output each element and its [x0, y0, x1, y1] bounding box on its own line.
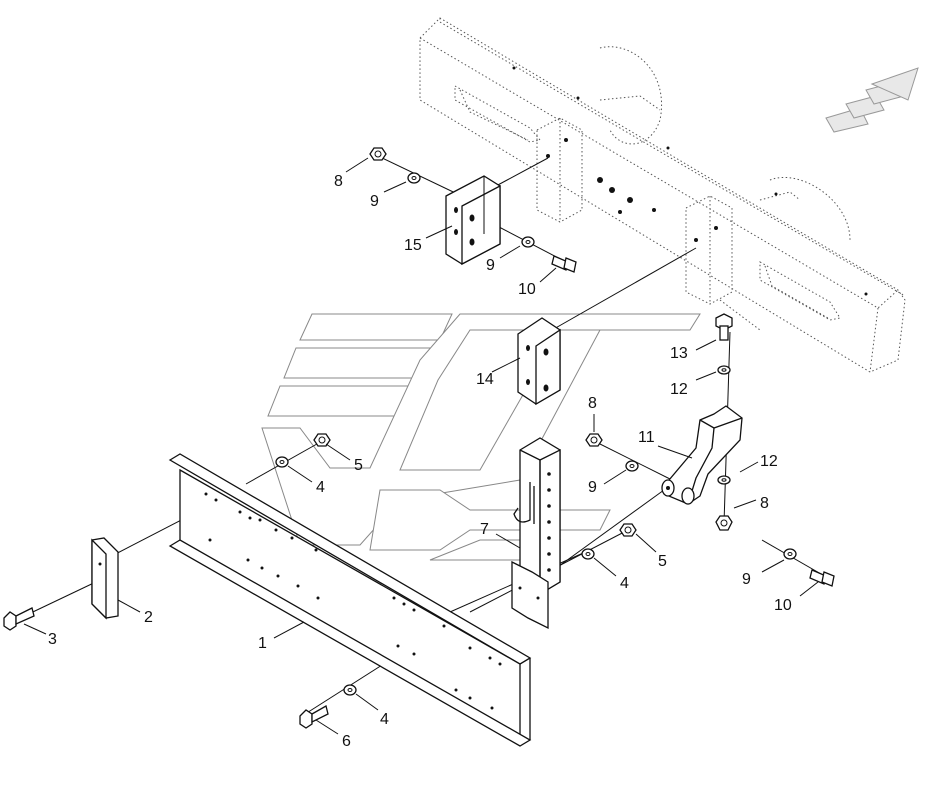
nut-icon [313, 433, 331, 447]
channel-beam-1 [168, 453, 532, 747]
callout-13: 13 [670, 345, 688, 362]
callout-8: 8 [760, 495, 769, 512]
callout-10: 10 [518, 281, 536, 298]
bolt-icon [551, 255, 577, 273]
callout-4: 4 [316, 479, 325, 496]
spacer-block-2 [91, 537, 119, 620]
callout-12: 12 [760, 453, 778, 470]
bracket-15 [445, 175, 501, 266]
bolt-icon [299, 705, 329, 729]
callout-12: 12 [670, 381, 688, 398]
upright-post-7 [511, 437, 561, 630]
callout-4: 4 [380, 711, 389, 728]
washer-icon [343, 684, 357, 696]
callout-11: 11 [638, 429, 655, 446]
washer-icon [717, 475, 731, 485]
washer-icon [783, 548, 797, 560]
bolt-icon [715, 313, 733, 341]
washer-icon [717, 365, 731, 375]
washer-icon [581, 548, 595, 560]
callout-1: 1 [258, 635, 267, 652]
callout-9: 9 [486, 257, 495, 274]
callout-6: 6 [342, 733, 351, 750]
callout-5: 5 [354, 457, 363, 474]
callout-8: 8 [334, 173, 343, 190]
callout-7: 7 [480, 521, 489, 538]
washer-icon [625, 460, 639, 472]
beam-holes [204, 492, 502, 710]
hardware [3, 147, 835, 729]
nut-icon [715, 515, 733, 531]
bolt-icon [809, 569, 835, 587]
vehicle-frame [419, 17, 906, 373]
callout-9: 9 [588, 479, 597, 496]
support-arm-11 [661, 405, 743, 505]
washer-icon [521, 236, 535, 248]
callout-15: 15 [404, 237, 422, 254]
callout-2: 2 [144, 609, 153, 626]
forward-arrow-icon [825, 67, 919, 133]
callout-8: 8 [588, 395, 597, 412]
callout-10: 10 [774, 597, 792, 614]
callout-labels: 8 9 15 9 10 14 13 12 8 11 9 12 8 7 5 4 9… [48, 173, 792, 750]
callout-leaders [23, 157, 819, 735]
washer-icon [275, 456, 289, 468]
nut-icon [369, 147, 387, 161]
callout-14: 14 [476, 371, 494, 388]
callout-9: 9 [742, 571, 751, 588]
callout-9: 9 [370, 193, 379, 210]
callout-4: 4 [620, 575, 629, 592]
callout-3: 3 [48, 631, 57, 648]
bolt-icon [3, 607, 35, 631]
nut-icon [619, 523, 637, 537]
nut-icon [585, 433, 603, 447]
bracket-14 [517, 317, 561, 406]
callout-5: 5 [658, 553, 667, 570]
washer-icon [407, 172, 421, 184]
